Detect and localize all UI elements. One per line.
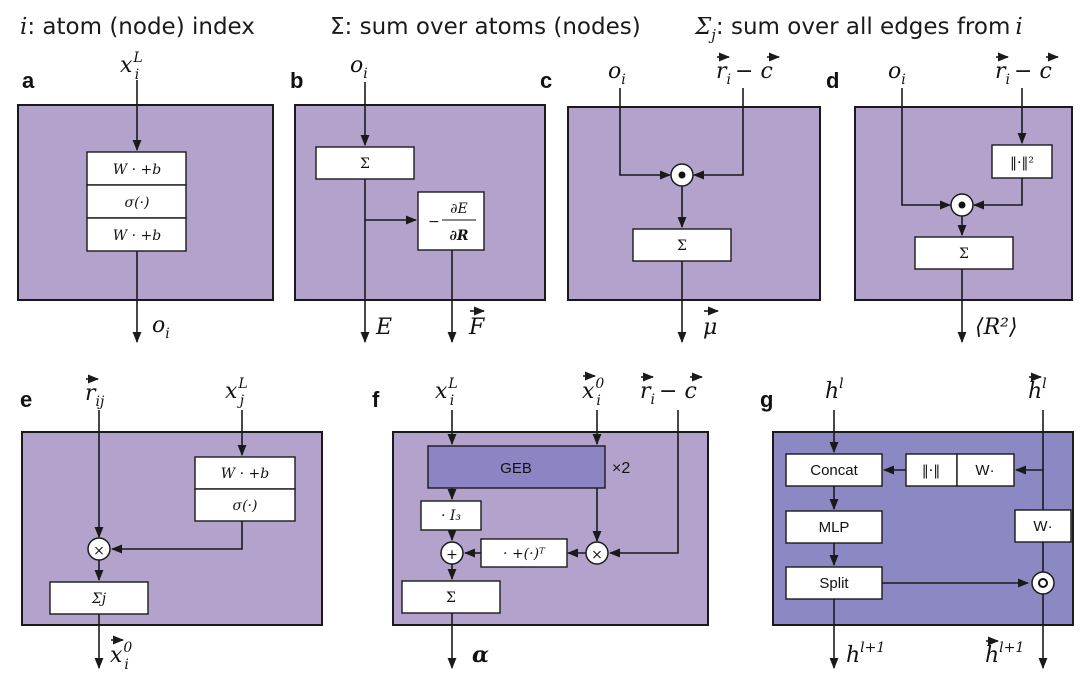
panel-e-layer-1-label: W · +b — [221, 466, 269, 482]
panel-d-norm-label: ‖·‖² — [1010, 155, 1034, 171]
panel-g-concat-label: Concat — [810, 462, 858, 479]
panel-d-hadamard-dot — [958, 201, 966, 209]
panel-e-layer-2-box — [194, 488, 296, 522]
panel-c-background — [567, 106, 821, 301]
panel-d-input-left-label: oi — [888, 59, 906, 88]
panel-f-sum-label: Σ — [446, 590, 456, 606]
panel-f-plus-symbol: + — [446, 547, 458, 563]
panel-g-split-label: Split — [819, 575, 849, 592]
panel-g-mlp-label: MLP — [819, 519, 850, 536]
panel-f-sum-box — [401, 580, 501, 614]
panel-c-hadamard-dot — [678, 171, 686, 179]
panel-g-w-top-label: W· — [975, 462, 994, 479]
panel-g-output-scalar-label: hl+1 — [846, 640, 885, 668]
panel-e-label: e — [20, 387, 32, 412]
panel-f-transpose-label: · +(·)ᵀ — [503, 546, 546, 562]
panel-e-mlp-wire — [110, 521, 243, 554]
panel-g-split-box — [785, 566, 883, 600]
panel-a-layer-1-box — [86, 151, 187, 186]
panel-g-label: g — [760, 387, 773, 412]
panel-f-cross-symbol: × — [591, 547, 603, 563]
panel-g: g hl hl Concat ‖·‖ W· MLP Split W· hl+1 … — [760, 372, 1074, 670]
panel-f-identity-box — [420, 500, 482, 531]
panel-c-left-wire — [619, 88, 672, 180]
panel-g-norm-label: ‖·‖ — [922, 463, 940, 479]
panel-g-input-scalar-label: hl — [825, 376, 844, 404]
panel-e-layer-1-box — [194, 456, 296, 490]
panel-f-input-3-label: ri− c — [640, 379, 697, 408]
panel-a-label: a — [22, 68, 35, 93]
panel-d-norm-wire — [972, 178, 1023, 210]
panel-b-energy-label: E — [375, 315, 392, 340]
panel-f-geb-label: GEB — [500, 460, 532, 477]
panel-b-force-label: F — [468, 315, 485, 340]
panel-c-output-label: μ — [703, 315, 717, 340]
panel-c-right-wire — [692, 88, 744, 180]
panel-c-input-right-label: ri− c — [716, 59, 773, 88]
panel-a-layer-1-label: W · +b — [113, 162, 161, 178]
panel-g-product-inner-ring — [1038, 578, 1048, 588]
legend: i: atom (node) index Σ: sum over atoms (… — [20, 14, 1023, 44]
panel-d-sum-label: Σ — [959, 246, 969, 262]
panel-c-sum-label: Σ — [677, 238, 687, 254]
panel-g-output-vector-label: hl+1 — [985, 640, 1024, 668]
panel-e-input-left-label: rij — [85, 381, 105, 410]
panel-d: d oi ri− c ‖·‖² Σ ⟨R²⟩ — [826, 52, 1073, 344]
panel-e-layer-2-label: σ(·) — [233, 498, 258, 514]
panel-e-edge-sum-box — [49, 581, 149, 615]
panel-d-input-right-label: ri− c — [995, 59, 1052, 88]
panel-g-w-top-box — [956, 453, 1015, 487]
panel-b-gradient-minus: − — [428, 214, 440, 230]
panel-b-gradient-box — [417, 191, 485, 251]
panel-b: b oi Σ − ∂E ∂R E F — [290, 53, 546, 344]
panel-f-geb-box — [427, 445, 606, 489]
panel-g-w-right-label: W· — [1033, 518, 1052, 535]
panel-b-label: b — [290, 68, 303, 93]
panel-f-identity-label: · I₃ — [441, 508, 461, 524]
panel-d-left-wire — [901, 88, 952, 210]
panel-g-w-right-box — [1014, 509, 1072, 543]
panel-c-input-left-label: oi — [608, 59, 626, 88]
panel-b-gradient-denominator: ∂R — [449, 228, 468, 244]
panel-f-repeat-label: ×2 — [612, 460, 630, 477]
panel-f-output-label: α — [472, 642, 489, 668]
panel-b-input-label: oi — [350, 53, 368, 82]
legend-index-item: i: atom (node) index — [20, 14, 255, 40]
panel-e-cross-symbol: × — [93, 543, 105, 559]
panel-b-gradient-numerator: ∂E — [450, 201, 467, 217]
panel-e-edge-sum-label: Σj — [91, 591, 107, 607]
panel-d-output-label: ⟨R²⟩ — [975, 315, 1018, 340]
panel-f-transpose-box — [480, 538, 568, 568]
panel-f-r-wire — [608, 410, 679, 558]
panel-a-layer-3-label: W · +b — [113, 228, 161, 244]
panel-d-label: d — [826, 68, 839, 93]
legend-sum-item: Σ: sum over atoms (nodes) — [330, 14, 641, 40]
panel-g-input-vector-label: hl — [1028, 376, 1047, 404]
panel-d-norm-box — [991, 144, 1053, 179]
panel-c-label: c — [540, 68, 552, 93]
panel-f-label: f — [372, 387, 380, 412]
panel-b-sum-label: Σ — [360, 156, 370, 172]
panel-g-mlp-box — [785, 510, 883, 544]
panel-a-layer-2-label: σ(·) — [125, 195, 150, 211]
panel-c: c oi ri− c Σ μ — [540, 52, 821, 344]
panel-g-concat-box — [785, 453, 883, 487]
panel-g-product-node — [1031, 571, 1055, 595]
panel-a-output-label: oi — [152, 313, 170, 342]
panel-d-sum-box — [914, 236, 1014, 270]
